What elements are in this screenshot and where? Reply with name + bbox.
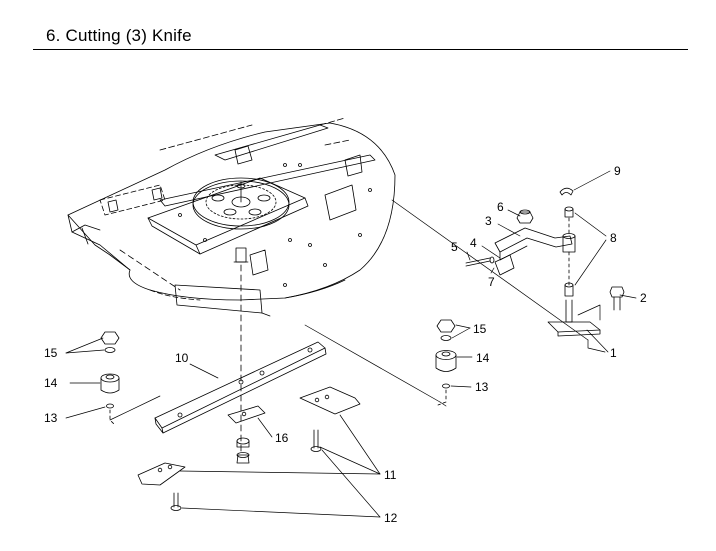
- callout-10: 10: [175, 351, 189, 365]
- bolts-12: [170, 429, 322, 511]
- callout-labels: 1 2 3 4 5 6 7 8 9 10 11 12 13 13 14 14 1…: [44, 164, 647, 525]
- knife-blade-left: [137, 462, 186, 486]
- roller-stack-right: [435, 319, 457, 406]
- alignment-lines: [119, 249, 242, 456]
- callout-9: 9: [614, 164, 621, 178]
- callout-3: 3: [485, 214, 492, 228]
- page-title: 6. Cutting (3) Knife: [46, 26, 192, 45]
- leader-lines: [65, 170, 637, 518]
- callout-4: 4: [470, 236, 477, 250]
- knife-blade-right: [299, 386, 361, 415]
- callout-5: 5: [451, 240, 458, 254]
- callout-8: 8: [610, 231, 617, 245]
- callout-15-right: 15: [473, 322, 487, 336]
- callout-7: 7: [488, 275, 495, 289]
- callout-13-right: 13: [475, 380, 489, 394]
- callout-6: 6: [497, 200, 504, 214]
- callout-15-left: 15: [44, 346, 58, 360]
- title-rule: [33, 49, 688, 50]
- callout-14-right: 14: [476, 351, 490, 365]
- callout-14-left: 14: [44, 376, 58, 390]
- blade-holder-10: [154, 341, 327, 434]
- callout-2: 2: [640, 291, 647, 305]
- callout-11: 11: [384, 468, 397, 482]
- arm-assembly: [465, 187, 625, 337]
- roller-stack-left: [100, 331, 120, 426]
- callout-1: 1: [610, 346, 617, 360]
- callout-16: 16: [275, 431, 289, 445]
- callout-13-left: 13: [44, 411, 58, 425]
- plate-16: [227, 405, 266, 464]
- callout-12: 12: [384, 511, 398, 525]
- mower-deck: [67, 117, 396, 317]
